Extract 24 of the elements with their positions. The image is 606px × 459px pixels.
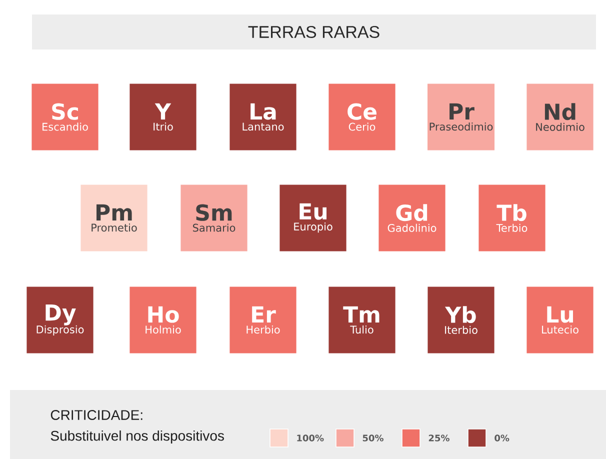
legend-label: 0% bbox=[494, 434, 510, 442]
legend-label: 50% bbox=[362, 434, 384, 442]
legend-label: 25% bbox=[428, 434, 450, 442]
legend-heading: CRITICIDADE: bbox=[50, 410, 142, 420]
element-tile: Eu Europio bbox=[280, 184, 346, 252]
element-tile: Lu Lutecio bbox=[526, 286, 594, 354]
element-tile: La Lantano bbox=[230, 84, 296, 150]
element-tile: Y Itrio bbox=[130, 84, 196, 150]
element-tile: Pr Praseodimio bbox=[428, 84, 494, 150]
element-tile: Dy Disprosio bbox=[26, 286, 94, 354]
element-tile: Tb Terbio bbox=[478, 184, 546, 252]
element-tile: Er Herbio bbox=[230, 286, 296, 354]
element-tile: Sc Escandio bbox=[32, 84, 98, 150]
element-tile: Ho Holmio bbox=[130, 286, 196, 354]
legend-label: 100% bbox=[297, 434, 324, 442]
element-tile: Tm Tulio bbox=[328, 286, 396, 354]
title-bar: TERRAS RARAS bbox=[32, 14, 596, 50]
element-tile: Yb Iterbio bbox=[428, 286, 494, 354]
element-tile: Pm Prometio bbox=[80, 184, 148, 252]
legend-heading: Substituivel nos dispositivos bbox=[50, 430, 224, 444]
element-tile: Nd Neodimio bbox=[526, 84, 594, 150]
element-tile: Sm Samario bbox=[180, 184, 248, 252]
element-tile: Ce Cerio bbox=[328, 84, 396, 150]
element-tile: Gd Gadolinio bbox=[378, 184, 446, 252]
